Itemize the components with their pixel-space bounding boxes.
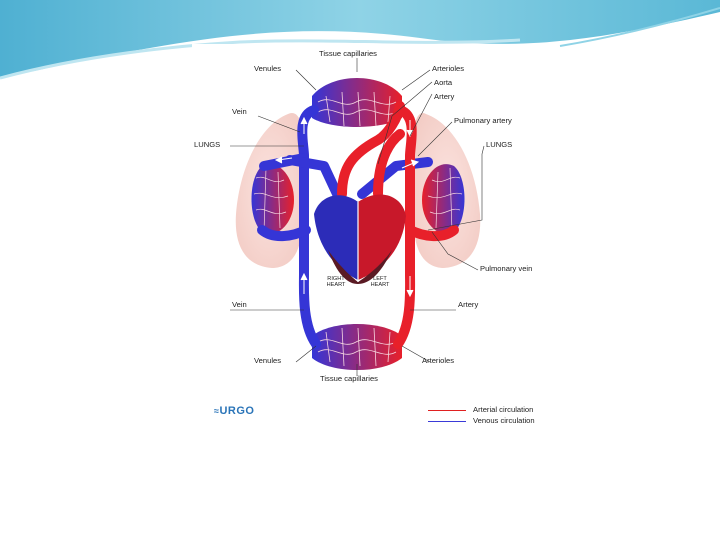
arrow-right-pulm-artery (401, 159, 420, 169)
label-pulmonary-artery: Pulmonary artery (454, 116, 512, 125)
arrow-up-top-vein (300, 116, 308, 134)
circulation-drawing (230, 58, 485, 376)
label-artery-top: Artery (434, 92, 455, 101)
label-arterioles-top: Arterioles (432, 64, 465, 73)
legend-arterial-label: Arterial circulation (473, 405, 534, 414)
left-lung-capillaries (251, 164, 294, 235)
label-lungs-right: LUNGS (486, 140, 513, 149)
circulation-diagram: Tissue capillaries Venules Arterioles Ao… (192, 44, 554, 430)
legend-arterial-swatch (428, 410, 466, 411)
label-aorta: Aorta (434, 78, 453, 87)
urgo-logo: ≈URGO (214, 405, 254, 417)
arrow-up-left-vein (300, 272, 308, 294)
label-right-heart: RIGHT HEART (326, 276, 346, 289)
arrow-left-lung-vein (274, 156, 293, 164)
banner-light-swoosh (0, 38, 521, 80)
arrow-down-right-artery (406, 276, 414, 298)
logo-text: URGO (219, 405, 255, 417)
left-lung-mesh (253, 167, 289, 233)
legend-venous-swatch (428, 421, 466, 422)
leader-lines (230, 58, 485, 376)
bottom-capillary-mesh (317, 327, 397, 367)
banner-right-line (559, 7, 720, 47)
label-lungs-left: LUNGS (194, 140, 221, 149)
label-arterioles-bottom: Arterioles (422, 356, 455, 365)
top-capillary-mesh (317, 91, 397, 127)
banner-wave (0, 0, 720, 78)
heart-left-chamber (358, 194, 406, 280)
label-pulmonary-vein: Pulmonary vein (480, 264, 533, 273)
label-tissue-capillaries-bottom: Tissue capillaries (320, 374, 378, 383)
right-lung-mesh (427, 167, 463, 233)
logo-mark-icon: ≈ (214, 406, 220, 416)
label-vein-top: Vein (232, 107, 247, 116)
legend-venous-label: Venous circulation (473, 416, 535, 425)
label-left-heart: LEFT HEART (370, 276, 390, 289)
heart-apex (328, 250, 392, 284)
right-lung-capillaries (422, 164, 465, 235)
top-capillary-bed (312, 78, 402, 127)
label-vein-bottom: Vein (232, 300, 247, 309)
label-artery-bottom: Artery (458, 300, 479, 309)
bottom-capillary-bed (312, 324, 402, 370)
label-tissue-capillaries-top: Tissue capillaries (319, 49, 377, 58)
label-venules-bottom: Venules (254, 356, 282, 365)
heart-right-chamber (314, 195, 358, 280)
label-venules-top: Venules (254, 64, 282, 73)
